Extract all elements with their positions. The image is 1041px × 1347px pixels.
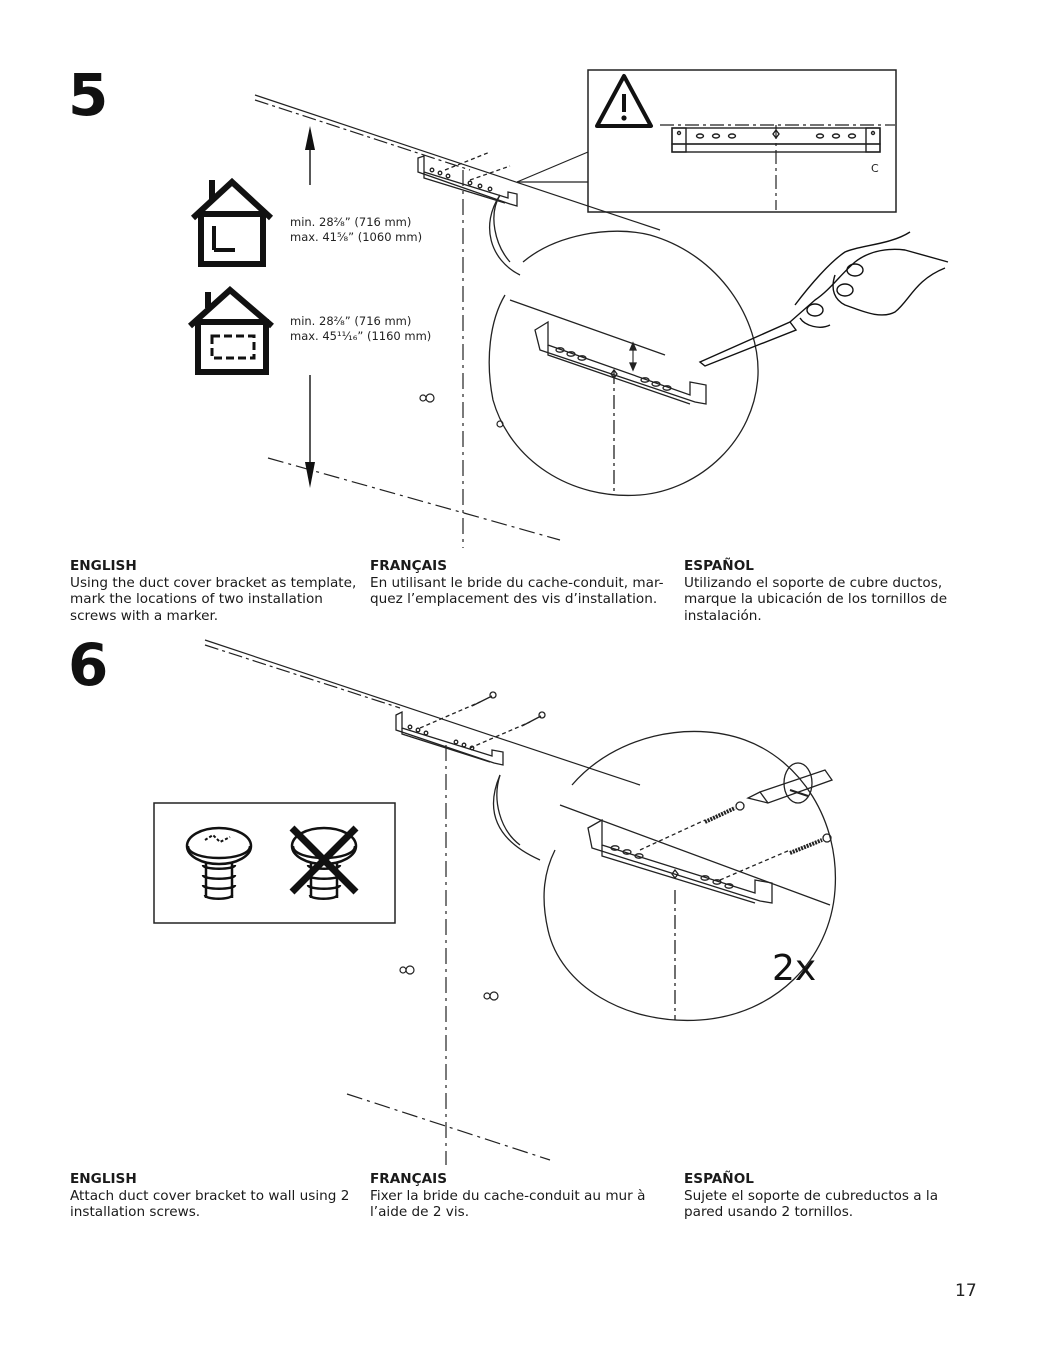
step-6-number: 6 (68, 631, 108, 699)
instruction-text: Sujete el soporte de cubreductos a la pa… (684, 1187, 939, 1221)
duct-bracket-wall (395, 710, 504, 766)
correct-screw-icon (185, 826, 253, 900)
incorrect-screw-icon (289, 825, 359, 900)
step-5-number: 5 (68, 61, 108, 129)
dimension-vaulted-min: min. 28²⁄₈” (716 mm) (290, 314, 412, 328)
step-5-espanol: ESPAÑOL Utilizando el soporte de cubre d… (684, 558, 984, 624)
screw-type-box (153, 802, 396, 924)
step-5-illustration (254, 69, 949, 548)
instruction-text: Fixer la bride du cache-conduit au mur à… (370, 1187, 646, 1221)
lang-heading: ENGLISH (70, 558, 137, 574)
lang-heading: ENGLISH (70, 1171, 137, 1187)
detail-magnifier-5 (488, 194, 759, 497)
duct-bracket-small (417, 151, 518, 207)
dimension-ceiling-max: max. 41⁵⁄₈” (1060 mm) (290, 230, 423, 244)
page-number: 17 (955, 1281, 977, 1301)
installation-screws (419, 691, 546, 749)
step-6-espanol: ESPAÑOL Sujete el soporte de cubreductos… (684, 1171, 984, 1221)
instruction-text: Attach duct cover bracket to wall using … (70, 1187, 350, 1221)
instruction-text: En utilisant le bride du cache-conduit, … (370, 574, 664, 608)
step-6-francais: FRANÇAIS Fixer la bride du cache-conduit… (370, 1171, 670, 1221)
callout-box (587, 69, 897, 213)
warning-icon (595, 74, 653, 128)
lang-heading: FRANÇAIS (370, 1171, 447, 1187)
wall-screw-marks (419, 393, 504, 428)
dimension-ceiling-min: min. 28²⁄₈” (716 mm) (290, 215, 412, 229)
dimension-vaulted: min. 28²⁄₈” (716 mm) max. 45¹¹⁄₁₆” (1160… (290, 314, 431, 344)
house-ceiling-icon (190, 177, 274, 267)
hand-with-marker (698, 231, 949, 367)
lang-heading: FRANÇAIS (370, 558, 447, 574)
dimension-ceiling: min. 28²⁄₈” (716 mm) max. 41⁵⁄₈” (1060 m… (290, 215, 422, 245)
instruction-text: Using the duct cover bracket as template… (70, 574, 357, 624)
step-5-english: ENGLISH Using the duct cover bracket as … (70, 558, 370, 624)
house-vaulted-icon (187, 286, 274, 375)
step-6-english: ENGLISH Attach duct cover bracket to wal… (70, 1171, 370, 1221)
lang-heading: ESPAÑOL (684, 558, 754, 574)
detail-magnifier-6 (492, 730, 837, 1022)
lang-heading: ESPAÑOL (684, 1171, 754, 1187)
step-6-illustration (153, 639, 837, 1165)
callout-label: C (871, 162, 879, 175)
bracket-front-view (671, 127, 881, 153)
dimension-vaulted-max: max. 45¹¹⁄₁₆” (1160 mm) (290, 329, 432, 343)
wall-screw-marks-6 (399, 965, 499, 1001)
step-5-francais: FRANÇAIS En utilisant le bride du cache-… (370, 558, 670, 608)
instruction-text: Utilizando el soporte de cubre ductos, m… (684, 574, 948, 624)
quantity-label: 2x (772, 948, 817, 989)
